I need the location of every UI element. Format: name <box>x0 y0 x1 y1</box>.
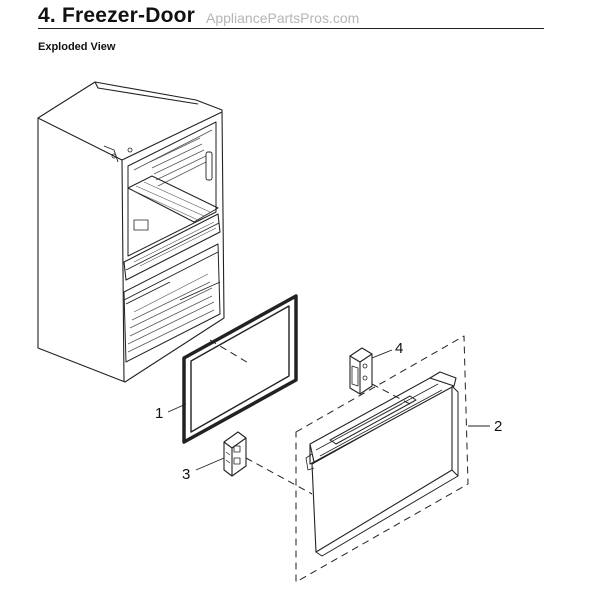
left-bracket-alignment-line <box>245 457 313 495</box>
callout-3: 3 <box>182 466 190 483</box>
left-hinge-bracket <box>223 431 247 477</box>
callout-4-leader <box>371 349 393 359</box>
watermark-text: AppliancePartsPros.com <box>206 10 360 26</box>
callout-3-leader <box>195 457 225 471</box>
callout-4: 4 <box>395 340 403 357</box>
freezer-door <box>305 371 459 557</box>
callout-1: 1 <box>155 405 163 422</box>
section-header: 4. Freezer-Door AppliancePartsPros.com <box>38 4 544 29</box>
callout-2: 2 <box>494 418 502 435</box>
alignment-leaders <box>209 339 411 495</box>
section-title: 4. Freezer-Door <box>38 4 196 27</box>
right-hinge-bracket <box>349 347 373 395</box>
view-subtitle: Exploded View <box>38 41 116 53</box>
gasket-alignment-line <box>209 339 251 365</box>
refrigerator-cabinet <box>37 81 225 383</box>
callout-1-leader <box>167 403 187 413</box>
door-gasket <box>182 294 298 444</box>
door-assembly-outline <box>295 335 469 583</box>
